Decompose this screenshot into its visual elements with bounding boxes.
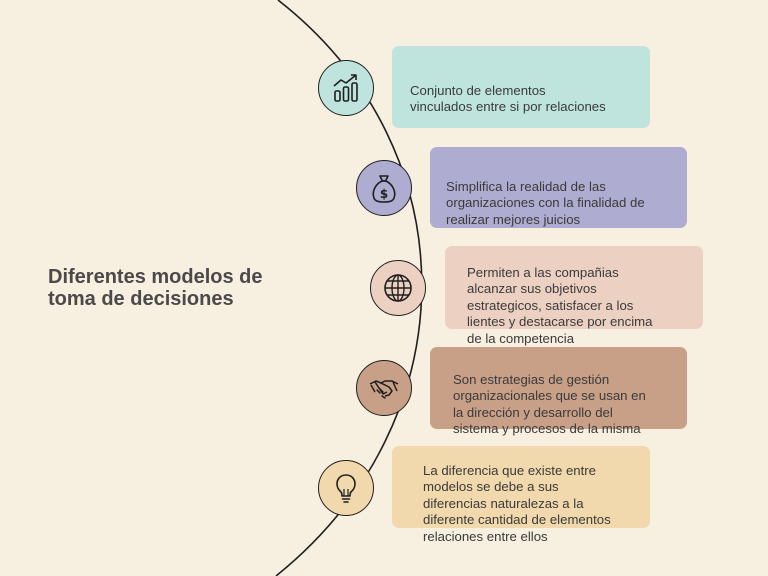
item-3-text: Permiten a las compañias alcanzar sus ob… (467, 264, 653, 346)
growth-chart-icon (333, 74, 358, 102)
item-1-node (318, 60, 374, 116)
globe-icon (384, 274, 412, 302)
lightbulb-icon (336, 474, 356, 503)
handshake-icon (369, 380, 399, 399)
item-1-card: Conjunto de elementos vinculados entre s… (392, 46, 650, 128)
item-2-node: $ (356, 160, 412, 216)
svg-text:$: $ (380, 187, 388, 201)
item-4-card: Son estrategias de gestión organizaciona… (430, 347, 687, 436)
money-bag-icon: $ (372, 175, 396, 203)
item-4-node (356, 360, 412, 416)
item-1-text: Conjunto de elementos vinculados entre s… (410, 82, 606, 115)
item-5-text: La diferencia que existe entre modelos s… (423, 462, 611, 544)
diagram-title: Diferentes modelos de toma de decisiones (48, 266, 263, 310)
item-5-node (318, 460, 374, 516)
item-2-card: Simplifica la realidad de las organizaci… (430, 147, 687, 228)
item-5-card: La diferencia que existe entre modelos s… (392, 446, 650, 544)
item-3-card: Permiten a las compañias alcanzar sus ob… (445, 246, 703, 346)
item-4-text: Son estrategias de gestión organizaciona… (453, 371, 646, 437)
item-3-node (370, 260, 426, 316)
item-2-text: Simplifica la realidad de las organizaci… (446, 178, 645, 227)
